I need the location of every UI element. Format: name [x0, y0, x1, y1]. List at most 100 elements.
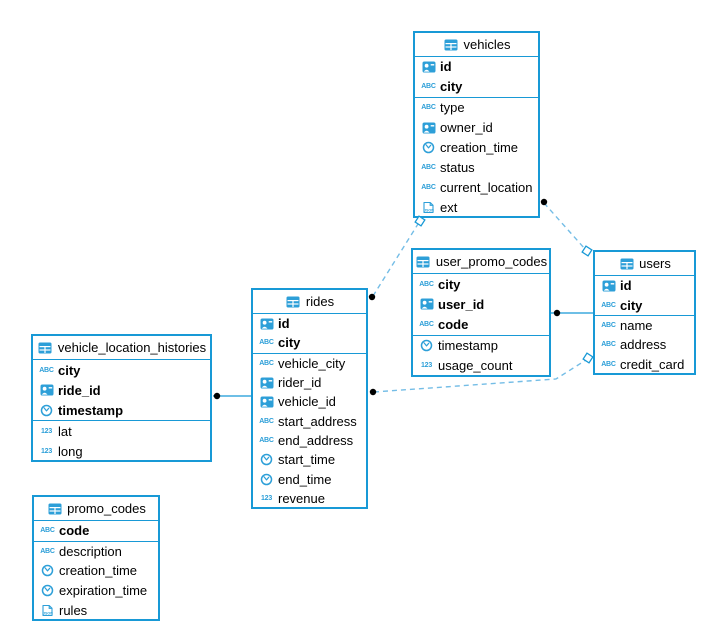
column-owner_id[interactable]: owner_id [415, 118, 538, 138]
table-header[interactable]: users [595, 252, 694, 276]
table-icon [415, 256, 432, 268]
column-name: type [440, 100, 465, 116]
table-name: user_promo_codes [435, 254, 548, 269]
table-header[interactable]: vehicles [415, 33, 538, 57]
column-name: long [58, 443, 83, 459]
column-city[interactable]: ABC city [595, 295, 694, 314]
column-city[interactable]: ABC city [33, 360, 210, 380]
table-icon [37, 342, 54, 354]
table-header[interactable]: promo_codes [34, 497, 158, 521]
column-user_id[interactable]: user_id [413, 294, 549, 314]
column-usage_count[interactable]: 123 usage_count [413, 356, 549, 375]
column-end_time[interactable]: end_time [253, 469, 366, 488]
column-name: usage_count [438, 358, 513, 374]
connector-dot [553, 309, 561, 317]
column-name: status [440, 159, 475, 175]
column-id[interactable]: id [253, 314, 366, 333]
connector-dot [369, 388, 377, 396]
number-icon: 123 [40, 427, 53, 435]
string-icon: ABC [40, 547, 55, 555]
column-name: end_time [278, 471, 332, 487]
connector-diamond [581, 245, 593, 257]
table-header[interactable]: rides [253, 290, 366, 314]
string-icon: ABC [421, 163, 436, 171]
string-icon: ABC [421, 104, 436, 112]
column-id[interactable]: id [595, 276, 694, 295]
column-name: user_id [438, 296, 485, 312]
column-creation_time[interactable]: creation_time [34, 561, 158, 581]
string-icon: ABC [601, 321, 616, 329]
column-status[interactable]: ABC status [415, 157, 538, 177]
clock-icon [39, 564, 56, 577]
column-name: creation_time [59, 563, 138, 579]
string-icon: ABC [601, 301, 616, 309]
column-name: id [620, 278, 632, 294]
table-name: users [639, 256, 671, 271]
uuid-icon [420, 122, 437, 134]
clock-icon [258, 473, 275, 486]
column-name: city [620, 297, 643, 313]
uuid-icon [418, 298, 435, 310]
uuid-icon [258, 396, 275, 408]
column-timestamp[interactable]: timestamp [413, 336, 549, 356]
uuid-icon [420, 61, 437, 73]
column-name: revenue [278, 490, 325, 506]
column-expiration_time[interactable]: expiration_time [34, 581, 158, 601]
column-name: id [278, 316, 290, 332]
number-icon: 123 [420, 362, 433, 370]
table-header[interactable]: user_promo_codes [413, 250, 549, 274]
column-name: name [620, 317, 653, 333]
column-rider_id[interactable]: rider_id [253, 373, 366, 392]
string-icon: ABC [40, 527, 55, 535]
column-name: ext [440, 199, 458, 215]
column-name: vehicle_city [278, 355, 346, 371]
column-name: vehicle_id [278, 394, 336, 410]
column-ext[interactable]: JSON ext [415, 197, 538, 216]
string-icon: ABC [259, 417, 274, 425]
column-type[interactable]: ABC type [415, 98, 538, 118]
column-start_time[interactable]: start_time [253, 450, 366, 469]
column-ride_id[interactable]: ride_id [33, 380, 210, 400]
table-header[interactable]: vehicle_location_histories [33, 336, 210, 360]
column-name[interactable]: ABC name [595, 316, 694, 335]
column-name: city [58, 362, 81, 378]
relationship-vehicle_location_histories-rides [213, 392, 251, 400]
uuid-icon [258, 318, 275, 330]
svg-text:JSON: JSON [424, 208, 434, 212]
column-id[interactable]: id [415, 57, 538, 77]
clock-icon [420, 141, 437, 154]
column-vehicle_id[interactable]: vehicle_id [253, 392, 366, 411]
column-creation_time[interactable]: creation_time [415, 138, 538, 158]
string-icon: ABC [419, 320, 434, 328]
column-timestamp[interactable]: timestamp [33, 400, 210, 420]
string-icon: ABC [39, 366, 54, 374]
column-name: id [440, 59, 452, 75]
relationship-line[interactable] [543, 202, 586, 250]
table-icon [618, 258, 635, 270]
